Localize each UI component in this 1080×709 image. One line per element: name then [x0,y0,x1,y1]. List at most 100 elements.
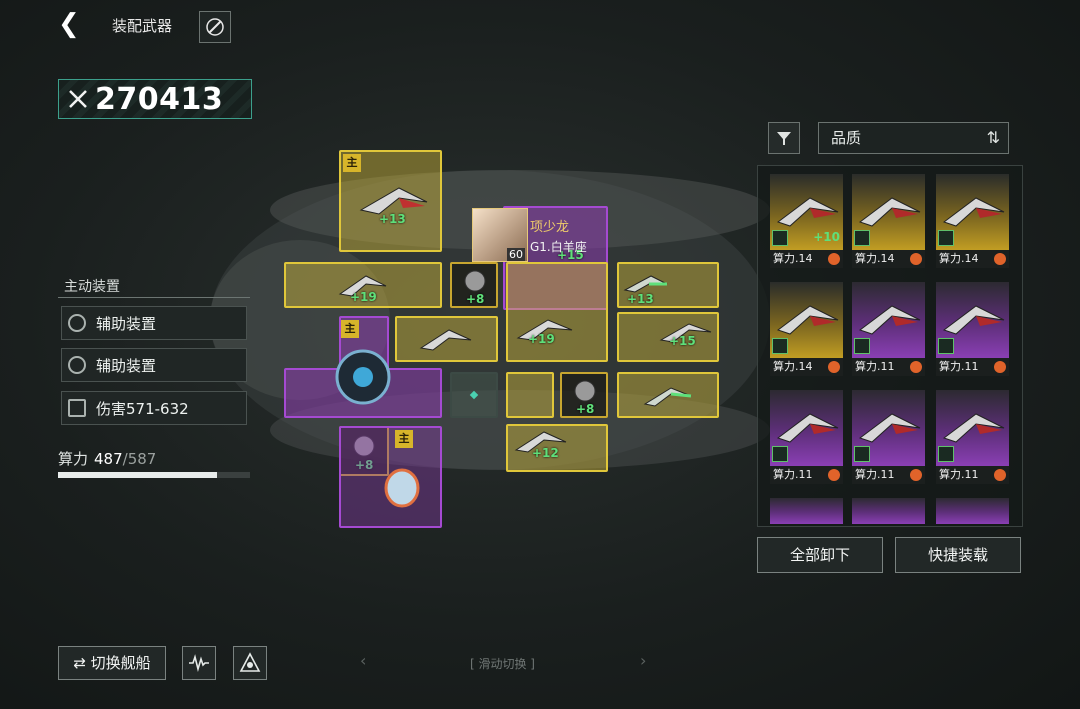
fighter-icon [942,305,1005,335]
fighter-icon [776,197,839,227]
inventory-card[interactable]: 算力.14 [770,282,843,376]
active-device-title: 主动装置 [58,276,250,298]
gear-badge-icon [994,253,1006,265]
rank-icon [854,338,870,354]
page-title: 装配武器 [112,17,173,35]
card-compute-label: 算力.11 [852,466,925,484]
card-compute-label: 算力.14 [852,250,925,268]
unequip-all-button[interactable]: 全部卸下 [757,537,883,573]
rank-icon [772,338,788,354]
card-compute-text: 算力.11 [773,468,813,481]
aux-device-button-1[interactable]: 辅助装置 [61,306,247,340]
filter-icon [777,132,791,145]
card-level: +10 [813,230,840,244]
sort-order-icon: ⇅ [986,128,1000,147]
gear-badge-icon [828,361,840,373]
sort-label: 品质 [831,129,862,147]
rank-icon [772,446,788,462]
rank-icon [938,446,954,462]
inventory-card-art [770,498,843,524]
back-button[interactable]: ❮ [58,9,80,39]
gear-badge-icon [994,361,1006,373]
switch-ship-label: 切换舰船 [90,654,151,672]
filter-button[interactable] [768,122,800,154]
cog-icon [68,356,86,374]
switch-ship-button[interactable]: ⇄ 切换舰船 [58,646,166,680]
quick-equip-button[interactable]: 快捷装载 [895,537,1021,573]
rank-icon [772,230,788,246]
card-compute-text: 算力.11 [855,360,895,373]
card-compute-text: 算力.14 [773,360,813,373]
fighter-icon [858,413,921,443]
card-compute-label: 算力.14 [770,250,843,268]
fleet-button[interactable] [233,646,267,680]
damage-button[interactable]: 伤害571-632 [61,391,247,425]
gear-badge-icon [994,469,1006,481]
inventory-card-art [936,498,1009,524]
swipe-hint: [ 滑动切换 ] [470,657,535,671]
ship-silhouette [210,170,770,470]
rank-icon [854,446,870,462]
fighter-icon [776,413,839,443]
next-chevron-icon[interactable]: › [640,651,647,670]
card-compute-label: 算力.11 [852,358,925,376]
compute-title: 算力 [58,450,89,468]
card-compute-text: 算力.14 [939,252,979,265]
inventory-card[interactable]: 算力.11 [936,390,1009,484]
quill-icon [206,18,224,36]
gear-badge-icon [910,361,922,373]
aux-device-label-2: 辅助装置 [96,356,157,375]
rank-icon [854,230,870,246]
fighter-icon [858,305,921,335]
gear-badge-icon [910,469,922,481]
card-compute-label: 算力.11 [770,466,843,484]
compute-bar [58,472,250,478]
aux-device-button-2[interactable]: 辅助装置 [61,348,247,382]
gear-badge-icon [910,253,922,265]
card-compute-text: 算力.11 [939,360,979,373]
inventory-card[interactable]: 算力.14 [936,174,1009,268]
sort-dropdown[interactable]: 品质 ⇅ [818,122,1009,154]
card-compute-text: 算力.14 [773,252,813,265]
prev-chevron-icon[interactable]: ‹ [360,651,367,670]
inventory-card-partial[interactable] [770,498,843,524]
shield-gear-icon [68,314,86,332]
return-arrow-icon [68,399,86,417]
combat-power: 270413 [58,79,252,119]
card-compute-label: 算力.14 [936,250,1009,268]
damage-label: 伤害571-632 [96,399,189,418]
card-compute-text: 算力.14 [855,252,895,265]
inventory-card[interactable]: 算力.11 [852,282,925,376]
rank-icon [938,338,954,354]
quill-button[interactable] [199,11,231,43]
fighter-icon [858,197,921,227]
crossed-swords-icon [69,90,87,108]
fighter-icon [942,197,1005,227]
inventory-card-partial[interactable] [936,498,1009,524]
gear-badge-icon [828,253,840,265]
combat-power-value: 270413 [95,82,224,117]
card-compute-text: 算力.11 [855,468,895,481]
rank-icon [938,230,954,246]
inventory-card[interactable]: 算力.11 [852,390,925,484]
compute-bar-fill [58,472,218,478]
card-compute-label: 算力.11 [936,466,1009,484]
compute-current: 487 [94,450,123,468]
waveform-button[interactable] [182,646,216,680]
inventory-card[interactable]: 算力.14 [852,174,925,268]
fighter-icon [942,413,1005,443]
inventory-card-art [852,498,925,524]
card-compute-label: 算力.14 [770,358,843,376]
gear-badge-icon [828,469,840,481]
aux-device-label-1: 辅助装置 [96,314,157,333]
fighter-icon [776,305,839,335]
inventory-card[interactable]: 算力.11 [770,390,843,484]
card-compute-label: 算力.11 [936,358,1009,376]
inventory-card[interactable]: 算力.11 [936,282,1009,376]
waveform-icon [189,654,209,673]
triangle-ship-icon [239,652,261,672]
inventory-card-partial[interactable] [852,498,925,524]
